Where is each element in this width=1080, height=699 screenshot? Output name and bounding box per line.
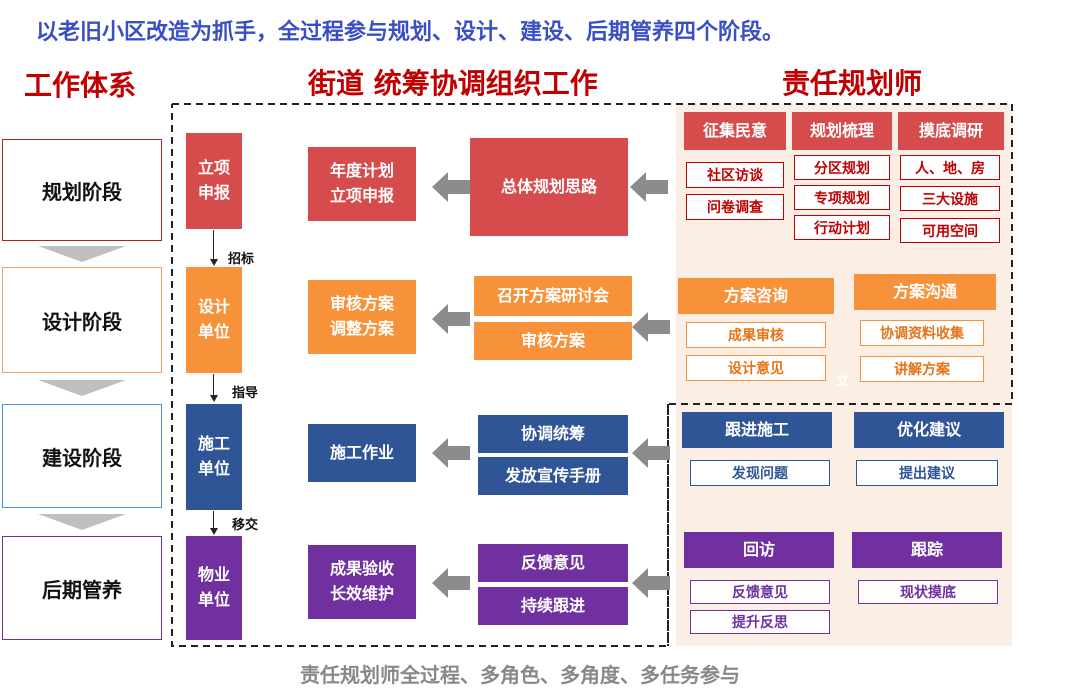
left-arrow-icon: [432, 172, 470, 202]
task-coordinate: 协调统筹: [478, 415, 628, 453]
planner-head-opinions: 征集民意: [684, 112, 786, 150]
connector-label-bidding: 招标: [228, 252, 255, 267]
output-construction-work: 施工作业: [308, 424, 416, 482]
planner-item: 提出建议: [856, 460, 998, 486]
unit-construction: 施工单位: [186, 404, 242, 510]
left-arrow-icon: [630, 172, 668, 202]
task-review: 审核方案: [474, 322, 632, 360]
planner-item: 发现问题: [690, 460, 830, 486]
stage-construction: 建设阶段: [2, 404, 162, 508]
connector-label-guidance: 指导: [232, 386, 259, 401]
planner-item: 问卷调查: [686, 194, 784, 220]
planner-item: 三大设施: [900, 186, 1000, 211]
planner-item: 现状摸底: [858, 580, 998, 604]
down-arrow-icon: [38, 514, 126, 530]
column-title-planner: 责任规划师: [782, 67, 923, 100]
task-follow-up: 持续跟进: [478, 587, 628, 625]
arrow-down-icon: [210, 259, 218, 266]
planner-item: 行动计划: [794, 215, 890, 240]
arrow-down-icon: [210, 528, 218, 535]
left-arrow-icon: [632, 312, 670, 342]
stage-design: 设计阶段: [2, 267, 162, 373]
task-overall-planning: 总体规划思路: [470, 138, 628, 236]
down-arrow-icon: [38, 246, 126, 262]
planner-item: 专项规划: [794, 185, 890, 210]
planner-item: 成果审核: [686, 322, 826, 348]
column-title-street: 街道 统筹协调组织工作: [308, 67, 598, 100]
task-seminar: 召开方案研讨会: [474, 276, 632, 316]
planner-head-track-construction: 跟进施工: [682, 412, 832, 448]
planner-item: 人、地、房: [900, 155, 1000, 180]
task-feedback: 反馈意见: [478, 544, 628, 582]
planner-item: 社区访谈: [686, 162, 784, 188]
stage-planning: 规划阶段: [2, 139, 162, 241]
planner-item: 反馈意见: [690, 580, 830, 604]
planner-item: 可用空间: [900, 218, 1000, 243]
planner-head-tracking: 跟踪: [852, 532, 1002, 568]
planner-item: 协调资料收集: [860, 320, 984, 346]
connector-label-handover: 移交: [232, 518, 259, 533]
column-title-system: 工作体系: [24, 69, 137, 102]
output-annual-plan: 年度计划立项申报: [308, 147, 416, 221]
planner-item: 讲解方案: [860, 356, 984, 382]
planner-item: 分区规划: [794, 155, 890, 180]
planner-item: 设计意见: [686, 355, 826, 381]
planner-head-planning: 规划梳理: [792, 112, 892, 150]
left-arrow-icon: [632, 438, 670, 468]
planner-head-communicate: 方案沟通: [854, 274, 996, 310]
headline: 以老旧小区改造为抓手，全过程参与规划、设计、建设、后期管养四个阶段。: [36, 20, 785, 45]
left-arrow-icon: [432, 304, 470, 334]
left-arrow-icon: [632, 568, 670, 598]
unit-project-application: 立项申报: [186, 133, 242, 229]
output-acceptance: 成果验收长效维护: [308, 545, 416, 619]
connector-line: [213, 374, 214, 396]
task-brochure: 发放宣传手册: [478, 457, 628, 495]
planner-head-optimize: 优化建议: [854, 412, 1004, 448]
planner-head-survey: 摸底调研: [898, 112, 1004, 150]
unit-property: 物业单位: [186, 536, 242, 640]
down-arrow-icon: [38, 380, 126, 396]
arrow-down-icon: [210, 395, 218, 402]
output-review-scheme: 审核方案调整方案: [308, 280, 416, 354]
left-arrow-icon: [432, 568, 470, 598]
stage-maintenance: 后期管养: [2, 536, 162, 640]
connector-line: [213, 230, 214, 260]
stray-character: 立: [836, 374, 850, 389]
planner-head-consult: 方案咨询: [678, 278, 834, 314]
connector-line: [213, 511, 214, 529]
planner-head-revisit: 回访: [684, 532, 834, 568]
planner-item: 提升反思: [690, 610, 830, 634]
footer-caption: 责任规划师全过程、多角色、多角度、多任务参与: [300, 663, 740, 687]
left-arrow-icon: [432, 438, 470, 468]
unit-design: 设计单位: [186, 267, 242, 373]
